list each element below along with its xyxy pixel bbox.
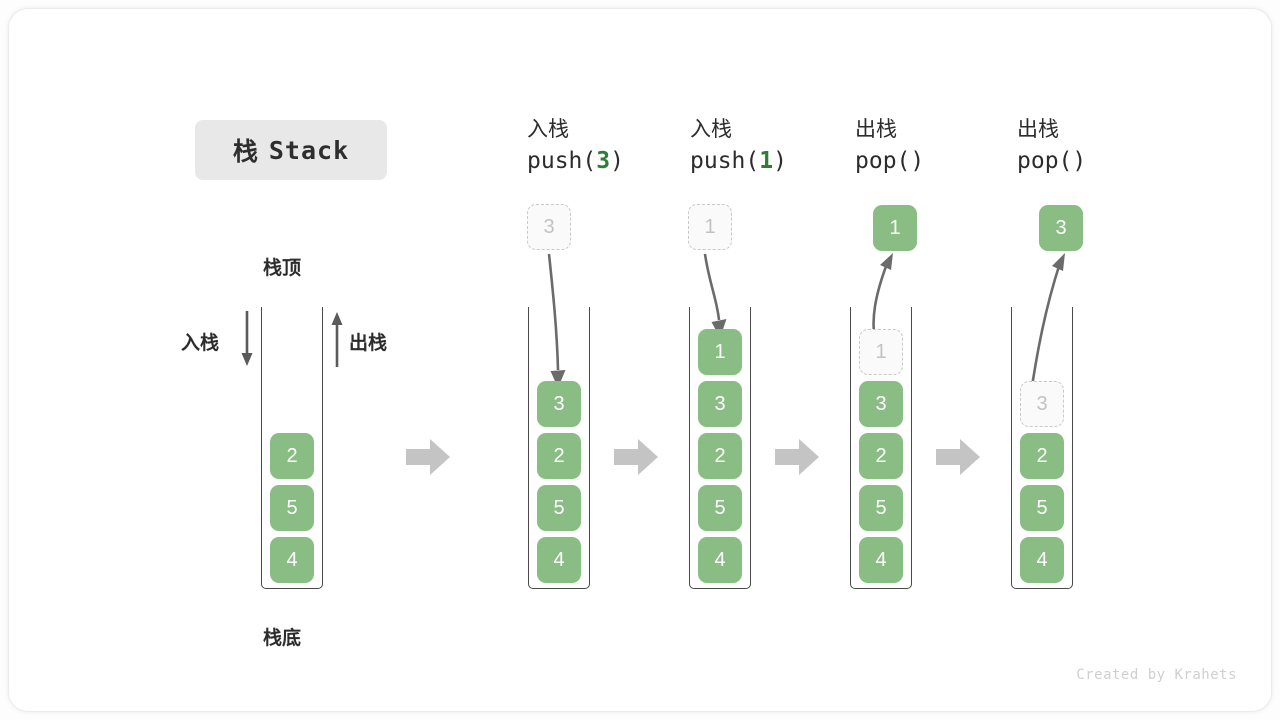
stack-cell: 4 [859,537,903,583]
push-side-label: 入栈 [181,333,220,354]
push-motion-arrow-icon [547,253,566,388]
stack-cell: 2 [537,433,581,479]
stack-cell: 5 [1020,485,1064,531]
stack-container-push-1 [689,307,751,589]
stack-cell: 2 [270,433,314,479]
stack-cell: 4 [270,537,314,583]
stack-container-push-3 [528,307,590,589]
flow-arrow-icon [936,439,980,475]
stage-header-pop-3: 出栈 pop() [1017,115,1086,177]
stack-cell: 2 [698,433,742,479]
title-cn: 栈 [232,138,259,166]
stack-bottom-label: 栈底 [263,628,302,649]
push-direction-arrow-icon [241,311,253,366]
stage-header-cn: 入栈 [690,118,732,141]
stack-cell: 5 [270,485,314,531]
stage-header-cn: 出栈 [855,118,897,141]
stage-header-push-3: 入栈 push(3) [527,115,624,177]
stage-header-push-1: 入栈 push(1) [690,115,787,177]
ghost-cell: 1 [688,204,732,250]
stage-header-cn: 入栈 [527,118,569,141]
stack-container-pop-1 [850,307,912,589]
stack-cell: 3 [859,381,903,427]
title-en: Stack [268,135,350,165]
stage-header-arg: 1 [759,148,774,174]
flow-arrow-icon [614,439,658,475]
pop-motion-arrow-icon [1029,253,1065,394]
stage-header-code: pop() [855,148,925,174]
flow-arrow-icon [406,439,450,475]
stack-top-label: 栈顶 [263,258,302,279]
credit-text: Created by Krahets [1076,667,1237,683]
ghost-cell: 1 [859,329,903,375]
stack-cell: 5 [537,485,581,531]
stack-cell: 3 [537,381,581,427]
stack-container-pop-3 [1011,307,1073,589]
ghost-cell: 3 [1020,381,1064,427]
stage-header-cn: 出栈 [1017,118,1059,141]
stage-header-code: pop() [1017,148,1087,174]
pop-direction-arrow-icon [331,312,343,367]
push-motion-arrow-icon [703,253,727,338]
popped-cell: 1 [873,205,917,251]
stage-header-arg: 3 [596,148,611,174]
stage-header-pop-1: 出栈 pop() [855,115,924,177]
stack-container-initial [261,307,323,589]
stack-cell: 3 [698,381,742,427]
stack-cell: 4 [698,537,742,583]
flow-arrow-icon [775,439,819,475]
stack-cell: 5 [859,485,903,531]
stack-cell: 1 [698,329,742,375]
stack-cell: 4 [1020,537,1064,583]
diagram-card: 栈 Stack 栈顶 栈底 入栈 出栈 2 5 4 入栈 pus [8,8,1272,712]
diagram-title: 栈 Stack [195,120,387,180]
ghost-cell: 3 [527,204,571,250]
stage-header-code: push(3) [527,148,624,174]
stack-cell: 2 [859,433,903,479]
stack-cell: 4 [537,537,581,583]
stage-header-code: push(1) [690,148,787,174]
stack-cell: 5 [698,485,742,531]
popped-cell: 3 [1039,205,1083,251]
stack-cell: 2 [1020,433,1064,479]
pop-side-label: 出栈 [349,333,388,354]
